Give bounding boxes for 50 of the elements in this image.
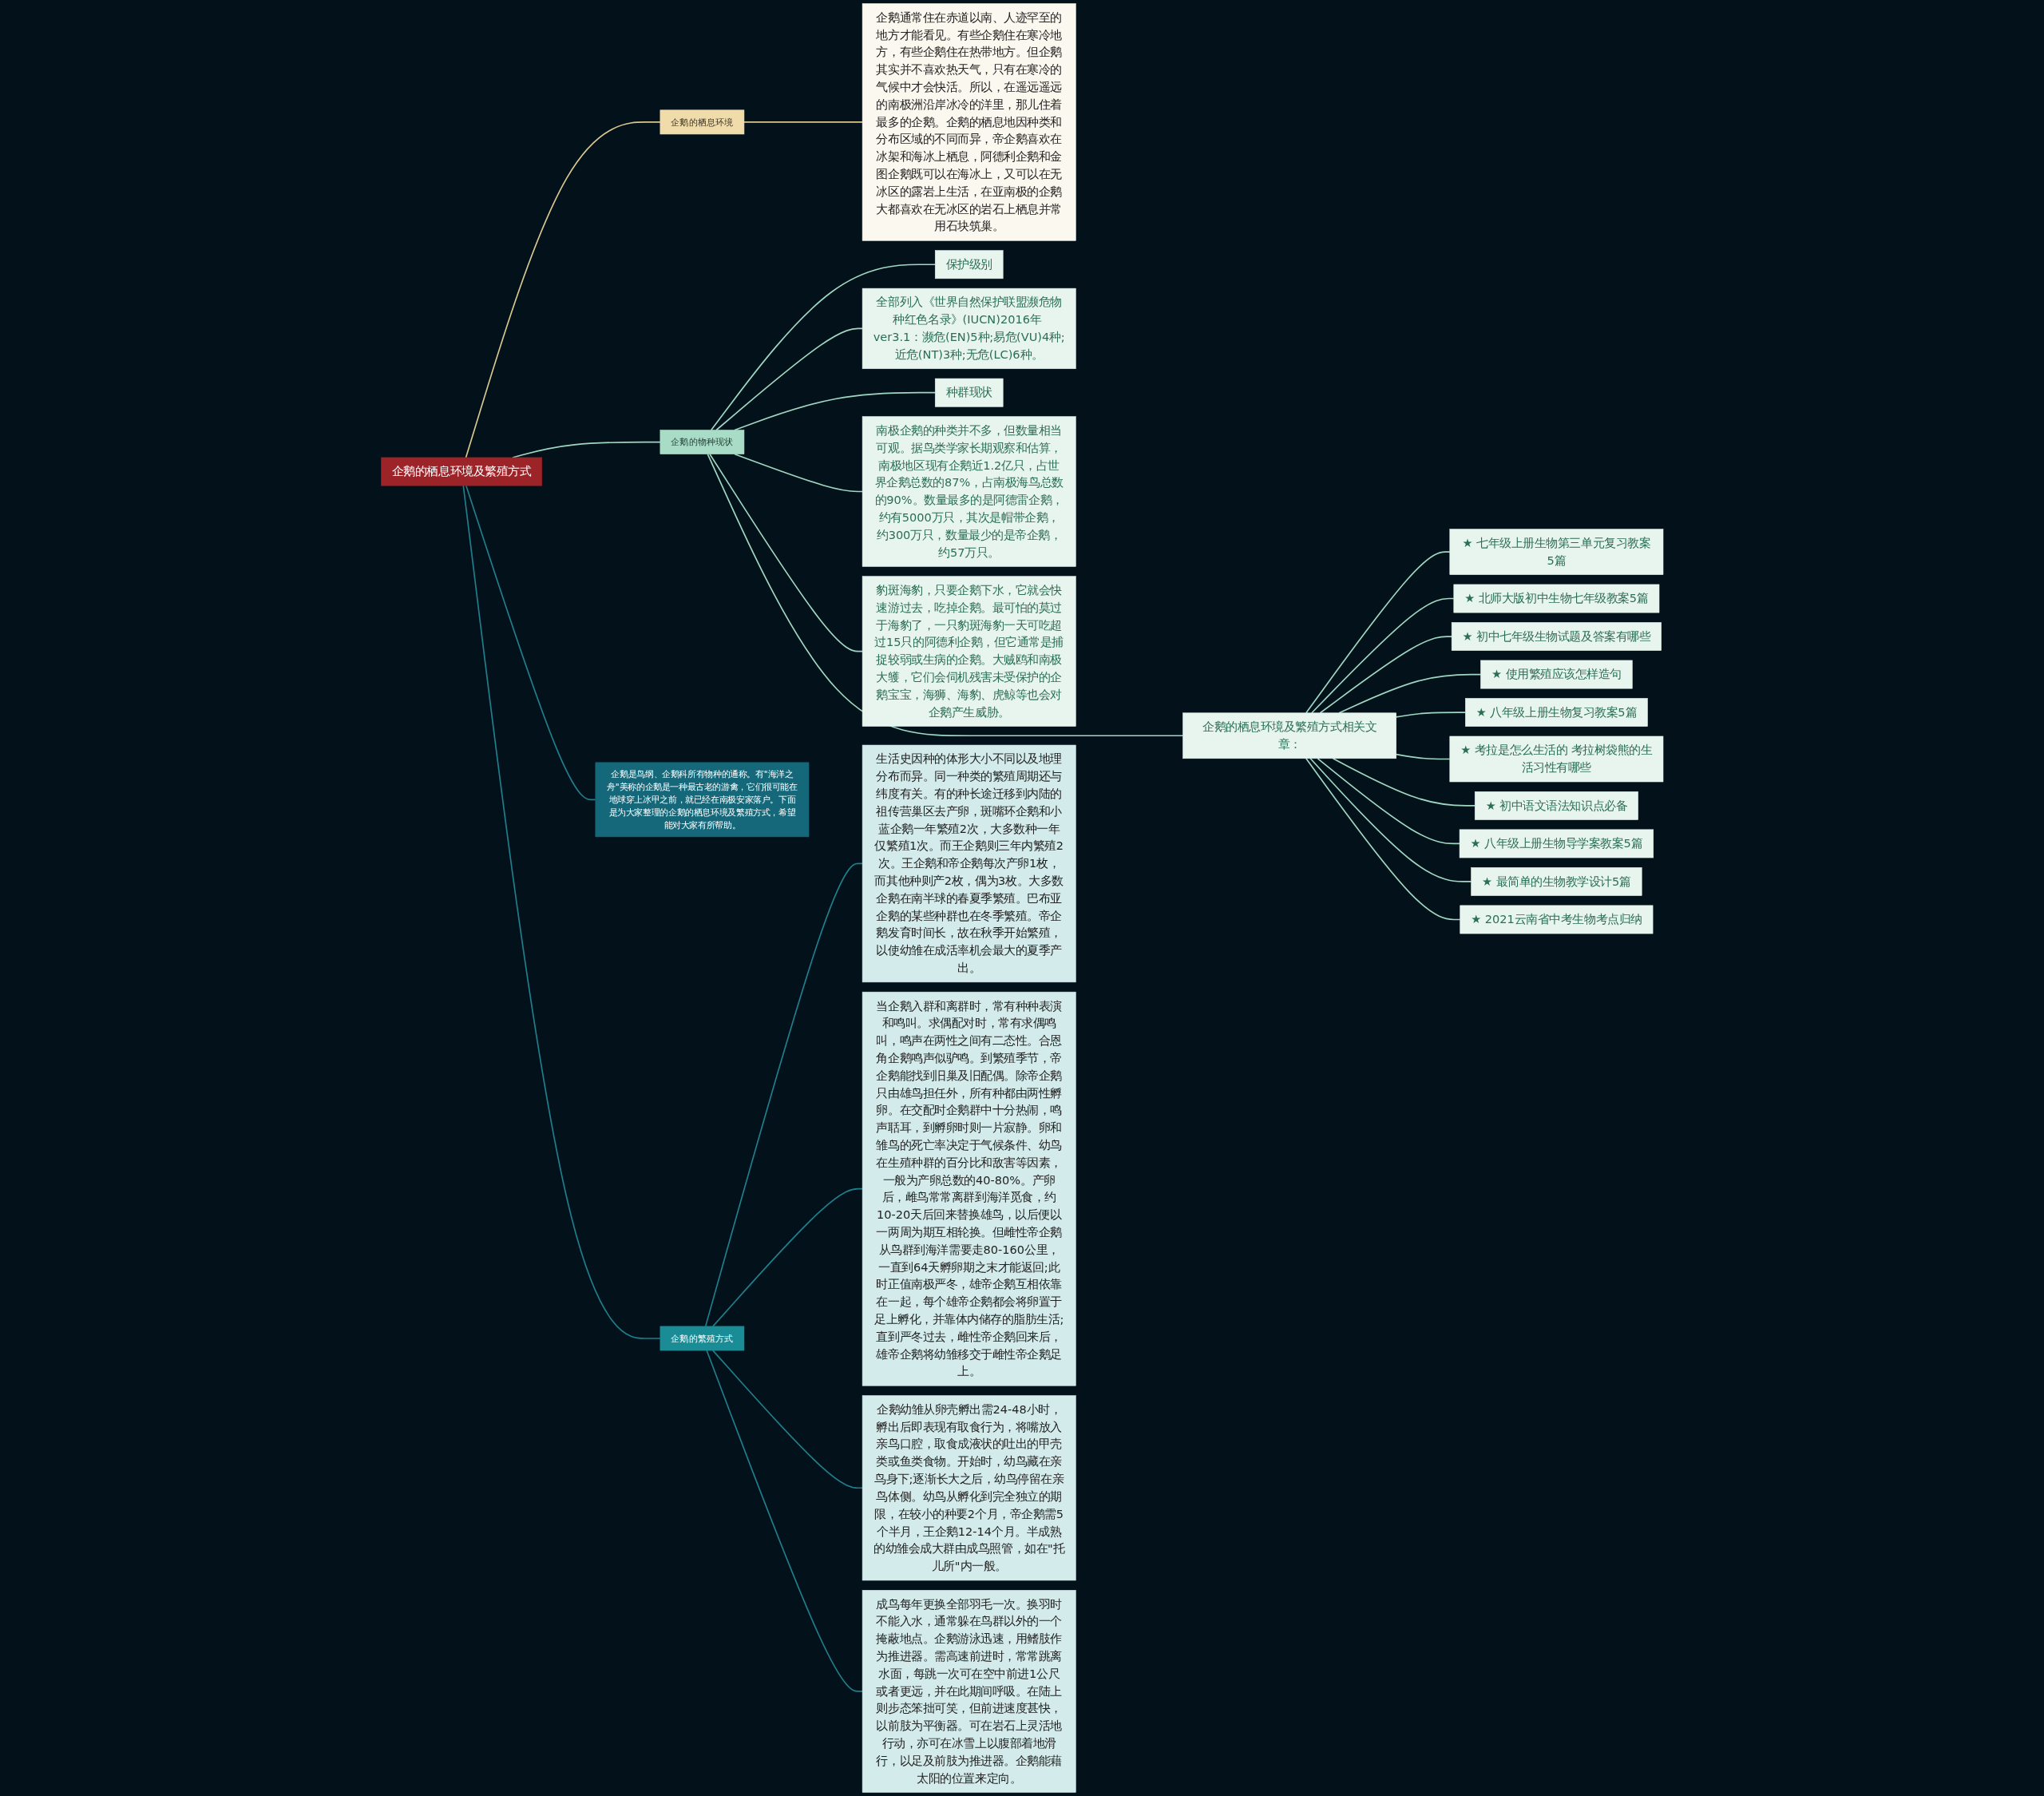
connector: [743, 121, 863, 123]
node-box: ★ 使用繁殖应该怎样造句: [1480, 660, 1633, 689]
node-box: 企鹅是鸟纲、企鹅科所有物种的通称。有"海洋之舟"美称的企鹅是一种最古老的游禽，它们很可能在地球穿上冰甲之前，就已经在南极安家落户。下面是为大家整理的企鹅的栖息环境及繁殖方式，希望能对大家有所帮助。: [595, 762, 810, 838]
connector: [707, 453, 1184, 737]
node-box: ★ 八年级上册生物导学案教案5篇: [1459, 829, 1654, 858]
node-box: 全部列入《世界自然保护联盟濒危物种红色名录》(IUCN)2016年 ver3.1：濒危(EN)5种;易危(VU)4种;近危(NT)3种;无危(LC)6种。: [862, 287, 1076, 370]
node-box: 生活史因种的体形大小不同以及地理分布而异。同一种类的繁殖周期还与纬度有关。有的种长途迁移到内陆的祖传营巢区去产卵，斑嘴环企鹅和小蓝企鹅一年繁殖2次，大多数种一年仅繁殖1次。而王企鹅则三年内繁殖2次。王企鹅和帝企鹅每次产卵1枚，而其他种则产2枚，偶为3枚。大多数企鹅在南半球的春夏季繁殖。巴布亚企鹅的某些种群也在冬季繁殖。帝企鹅发育时间长，故在秋季开始繁殖，以使幼雏在成活率机会最大的夏季产出。: [862, 744, 1076, 983]
node-box: ★ 初中语文语法知识点必备: [1474, 791, 1638, 820]
connector: [1319, 636, 1452, 714]
connector: [1309, 757, 1472, 882]
node-box: 豹斑海豹，只要企鹅下水，它就会快速游过去，吃掉企鹅。最可怕的莫过于海豹了，一只豹斑海豹一天可吃超过15只的阿德利企鹅，但它通常是捕捉较弱或生病的企鹅。大贼鸥和南极大鹱，它们会伺机残害未受保护的企鹅宝宝，海狮、海豹、虎鲸等也会对企鹅产生威胁。: [862, 576, 1076, 727]
connector: [734, 453, 863, 493]
connector: [1332, 757, 1476, 807]
node-box: ★ 七年级上册生物第三单元复习教案5篇: [1449, 529, 1664, 575]
connector: [1305, 757, 1461, 921]
connector: [704, 862, 863, 1327]
connector: [710, 264, 936, 431]
node-box: 当企鹅入群和离群时，常有种种表演和鸣叫。求偶配对时，常有求偶鸣叫，鸣声在两性之间有二态性。合恩角企鹅鸣声似驴鸣。到繁殖季节，帝企鹅能找到旧巢及旧配偶。除帝企鹅只由雄鸟担任外，所有种都由两性孵卵。在交配时企鹅群中十分热闹，鸣声聒耳，到孵卵时则一片寂静。卵和雏鸟的死亡率决定于气候条件、幼鸟在生殖种群的百分比和敌害等因素，一般为产卵总数的40-80%。产卵后，雌鸟常常离群到海洋觅食，约10-20天后回来替换雄鸟，以后便以一两周为期互相轮换。但雌性帝企鹅从鸟群到海洋需要走80-160公里，一直到64天孵卵期之末才能返回;此时正值南极严冬，雄帝企鹅互相依靠在一起，每个雄帝企鹅都会将卵置于足上孵化，并靠体内储存的脂肪生活;直到严冬过去，雌性帝企鹅回来后，雄帝企鹅将幼雏移交于雌性帝企鹅足上。: [862, 991, 1076, 1386]
node-box: 企鹅的繁殖方式: [660, 1326, 744, 1351]
node-box: 企鹅的栖息环境及繁殖方式: [380, 457, 542, 486]
node-box: 企鹅的栖息环境及繁殖方式相关文章：: [1182, 712, 1396, 759]
connector: [1310, 597, 1455, 714]
node-box: 成鸟每年更换全部羽毛一次。换羽时不能入水，通常躲在鸟群以外的一个掩蔽地点。企鹅游泳迅速，用鳍肢作为推进器。需高速前进时，常常跳离水面，每跳一次可在空中前进1公尺或者更远，并在此期间呼吸。在陆上则步态笨拙可笑，但前进速度甚快，以前肢为平衡器。可在岩石上灵活地行动，亦可在冰雪上以腹部着地滑行，以足及前肢为推进器。企鹅能藉太阳的位置来定向。: [862, 1590, 1076, 1793]
node-box: ★ 2021云南省中考生物考点归纳: [1460, 905, 1654, 934]
connector: [711, 1187, 863, 1327]
connector: [465, 121, 661, 458]
connector: [711, 1350, 863, 1489]
node-box: ★ 八年级上册生物复习教案5篇: [1464, 698, 1648, 727]
connector: [1338, 673, 1482, 714]
connector: [1305, 551, 1451, 714]
connector: [462, 485, 661, 1339]
node-box: ★ 最简单的生物教学设计5篇: [1471, 867, 1642, 896]
connector: [1317, 757, 1460, 845]
node-box: ★ 初中七年级生物试题及答案有哪些: [1451, 622, 1662, 651]
node-box: ★ 北师大版初中生物七年级教案5篇: [1453, 584, 1660, 613]
connector: [715, 327, 863, 431]
node-box: 企鹅通常住在赤道以南、人迹罕至的地方才能看见。有些企鹅住在寒冷地方，有些企鹅住在热带地方。但企鹅其实并不喜欢热天气，只有在寒冷的气候中才会快活。所以，在遥远遥远的南极洲沿岸冰冷的洋里，那儿住着最多的企鹅。企鹅的栖息地因种类和分布区域的不同而异，帝企鹅喜欢在冰架和海冰上栖息，阿德利企鹅和金图企鹅既可以在海冰上，又可以在无冰区的露岩上生活，在亚南极的企鹅大都喜欢在无冰区的岩石上栖息并常用石块筑巢。: [862, 3, 1076, 241]
node-box: 保护级别: [934, 250, 1004, 280]
connector: [465, 485, 596, 801]
node-box: ★ 考拉是怎么生活的 考拉树袋熊的生活习性有哪些: [1449, 735, 1664, 783]
node-box: 企鹅的栖息环境: [660, 109, 744, 135]
connector: [734, 391, 936, 431]
node-box: 企鹅幼雏从卵壳孵出需24-48小时，孵出后即表现有取食行为，将嘴放入亲鸟口腔，取食成液状的吐出的甲壳类或鱼类食物。开始时，幼鸟藏在亲鸟身下;逐渐长大之后，幼鸟停留在亲鸟体侧。幼鸟从孵化到完全独立的期限，在较小的种要2个月，帝企鹅需5个半月，王企鹅12-14个月。半成熟的幼雏会成大群由成鸟照管，如在"托儿所"内一般。: [862, 1395, 1076, 1581]
node-box: 南极企鹅的种类并不多，但数量相当可观。据鸟类学家长期观察和估算，南极地区现有企鹅近1.2亿只，占世界企鹅总数的87%，占南极海鸟总数的90%。数量最多的是阿德雷企鹅，约有5000万只，其次是帽带企鹅，约300万只，数量最少的是帝企鹅，约57万只。: [862, 416, 1076, 567]
connector: [706, 1350, 863, 1692]
connector: [1395, 712, 1466, 718]
node-box: 种群现状: [934, 378, 1004, 407]
connector: [1395, 753, 1451, 760]
connector: [708, 453, 863, 652]
node-box: 企鹅的物种现状: [660, 430, 744, 454]
